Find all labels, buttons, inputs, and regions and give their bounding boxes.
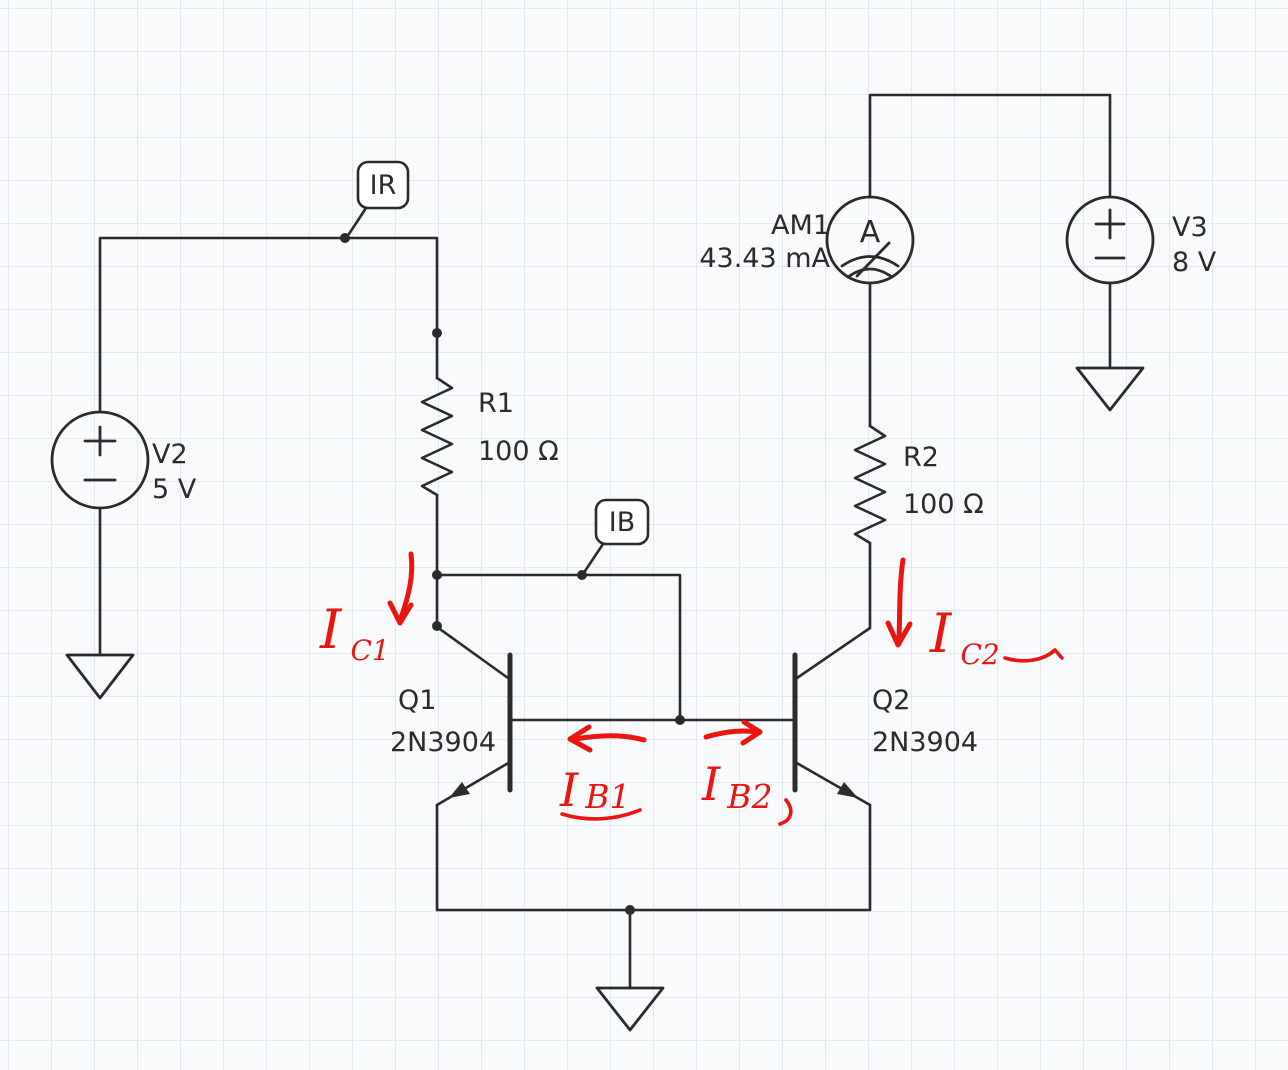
ic2-label: I C2 [929, 602, 1000, 671]
junction-dot [432, 570, 442, 580]
r2-zigzag [853, 424, 887, 545]
handwritten-annotations: I C1 I C2 I B1 I [319, 551, 1064, 826]
ammeter-scale-arc [846, 267, 894, 279]
am1-ammeter: A AM1 43.43 mA [699, 195, 915, 285]
r1-zigzag [420, 376, 454, 497]
ib2-label: I B2 [701, 757, 773, 816]
ic1-down-arrow-icon [398, 551, 415, 621]
v2-value-label: 5 V [152, 474, 197, 505]
v3-ground-icon [1075, 366, 1145, 412]
q2-emitter-arrow-icon [837, 782, 858, 798]
wire-base-branch [435, 573, 682, 722]
probe-ir-label: IR [370, 170, 397, 201]
ic1-down-arrow-icon [387, 600, 414, 626]
v3-symbol-circle [1065, 195, 1155, 285]
r2-resistor: R2 100 Ω [853, 424, 984, 545]
annotation-ib1: I B1 [559, 724, 647, 821]
v3-voltage-source: V3 8 V [1065, 195, 1217, 412]
r1-value-label: 100 Ω [478, 436, 559, 467]
probe-ir-box [356, 160, 410, 210]
junction-dot [625, 905, 635, 915]
junction-dot [432, 328, 442, 338]
v2-symbol-circle [50, 410, 150, 510]
am1-ref-label: AM1 [771, 210, 830, 241]
annotation-ic2: I C2 [885, 557, 1064, 671]
q1-emitter-lead [435, 760, 512, 807]
r2-value-label: 100 Ω [903, 489, 984, 520]
ic2-down-arrow-icon [885, 620, 913, 648]
wire-ammeter-to-v3 [868, 93, 1112, 199]
q1-emitter-arrow-icon [449, 782, 470, 798]
q2-emitter-lead [793, 760, 872, 807]
wire-v2-to-r1 [98, 236, 439, 414]
probe-ib-leader [583, 542, 605, 573]
q2-transistor: Q2 2N3904 [792, 626, 978, 807]
q1-ref-label: Q1 [398, 685, 436, 716]
probe-ir: IR [340, 160, 410, 243]
wires [98, 93, 1112, 990]
wire-emitter-rail [435, 803, 872, 912]
v3-ref-label: V3 [1172, 212, 1208, 243]
probe-ib-tap-dot [577, 570, 587, 580]
r1-ref-label: R1 [478, 388, 514, 419]
probe-ir-tap-dot [340, 233, 350, 243]
ib2-right-arrow-icon [740, 719, 763, 746]
probe-ib-box [594, 498, 650, 546]
ib1-label: I B1 [559, 763, 631, 817]
ib2-right-arrow-icon [703, 728, 760, 740]
ammeter-needle [855, 241, 891, 278]
v2-ground-icon [65, 653, 135, 700]
ic2-down-arrow-icon [896, 557, 906, 643]
ammeter-symbol-circle [825, 195, 915, 285]
q2-part-label: 2N3904 [872, 727, 978, 758]
r1-resistor: R1 100 Ω [420, 376, 559, 497]
v2-voltage-source: V2 5 V [50, 410, 197, 700]
junction-dot [675, 715, 685, 725]
ic1-label: I C1 [319, 598, 390, 667]
ib1-underline-stroke [560, 808, 642, 821]
ammeter-dial-letter: A [860, 215, 881, 250]
ammeter-scale-arc [840, 255, 900, 268]
q1-collector-lead [435, 625, 510, 680]
probe-ir-leader [347, 206, 368, 236]
q2-ref-label: Q2 [872, 685, 910, 716]
center-ground [595, 986, 665, 1032]
v2-ref-label: V2 [152, 439, 188, 470]
ib1-left-arrow-icon [567, 724, 593, 753]
ib1-left-arrow-icon [572, 733, 647, 743]
r2-ref-label: R2 [903, 442, 939, 473]
probe-ib-label: IB [609, 507, 636, 538]
ground-icon [595, 986, 665, 1032]
annotation-ic1: I C1 [319, 551, 415, 667]
q1-part-label: 2N3904 [390, 727, 496, 758]
v3-value-label: 8 V [1172, 247, 1217, 278]
ib2-flourish-stroke [778, 798, 793, 826]
am1-reading-label: 43.43 mA [699, 243, 830, 274]
q2-collector-lead [795, 626, 872, 680]
annotation-ib2: I B2 [701, 719, 793, 826]
q1-transistor: Q1 2N3904 [390, 625, 513, 807]
ic2-flourish-stroke [1003, 648, 1064, 663]
probe-ib: IB [577, 498, 650, 580]
